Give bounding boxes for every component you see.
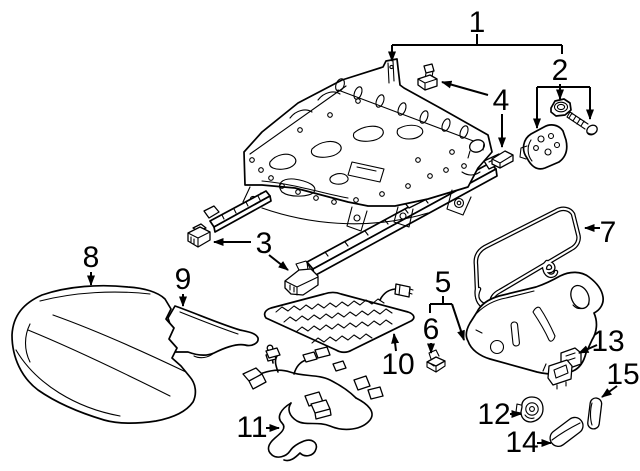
callout-4-arrow-a — [441, 80, 489, 96]
adjuster-knob-drawing — [515, 396, 544, 423]
callout-label-6: 6 — [423, 313, 440, 346]
callout-label-13: 13 — [591, 325, 624, 358]
screw-drawing — [566, 111, 598, 136]
latch-bracket-drawing — [519, 124, 568, 170]
heater-element-drawing — [263, 283, 415, 354]
cushion-cover-drawing — [11, 284, 197, 424]
callout-label-14: 14 — [505, 426, 538, 459]
callout-5-arrow — [451, 303, 465, 341]
callout-3-arrow-b — [268, 254, 289, 271]
hex-nut-drawing — [550, 98, 572, 117]
callout-label-10: 10 — [381, 348, 414, 381]
wiring-harness-drawing — [242, 344, 384, 462]
callout-label-12: 12 — [477, 398, 510, 431]
oval-trim-cap-drawing — [549, 416, 584, 447]
front-mount-clip-b-drawing — [284, 260, 319, 296]
callout-label-15: 15 — [606, 358, 639, 391]
small-trim-cap-drawing — [587, 397, 603, 430]
callout-labels: 1 2 3 4 5 6 7 8 9 10 11 12 13 14 15 — [83, 6, 640, 459]
cushion-foam-pad-drawing — [151, 305, 259, 359]
callout-label-7: 7 — [600, 216, 617, 249]
callout-label-3: 3 — [256, 227, 273, 260]
rear-mount-clip-a-drawing — [417, 63, 438, 91]
callout-label-5: 5 — [435, 266, 452, 299]
side-shield-drawing — [465, 271, 604, 375]
rear-mount-clip-b-drawing — [491, 150, 514, 169]
shield-clip-drawing — [426, 349, 446, 373]
callout-label-4: 4 — [493, 84, 510, 117]
front-mount-clip-a-drawing — [187, 223, 211, 248]
callout-leaders — [87, 34, 618, 447]
callout-1-bracket — [392, 34, 563, 54]
callout-10-arrow — [391, 333, 400, 352]
callout-label-2: 2 — [552, 54, 569, 87]
callout-13-arrow — [578, 344, 598, 354]
callout-label-1: 1 — [469, 6, 486, 39]
switch-housing-drawing — [547, 347, 582, 390]
callout-label-8: 8 — [83, 241, 100, 274]
callout-label-9: 9 — [175, 263, 192, 296]
callout-label-11: 11 — [236, 411, 267, 444]
seat-frame-drawing — [203, 58, 505, 277]
callout-5-bracket — [429, 296, 452, 313]
callout-15-arrow — [601, 385, 618, 398]
